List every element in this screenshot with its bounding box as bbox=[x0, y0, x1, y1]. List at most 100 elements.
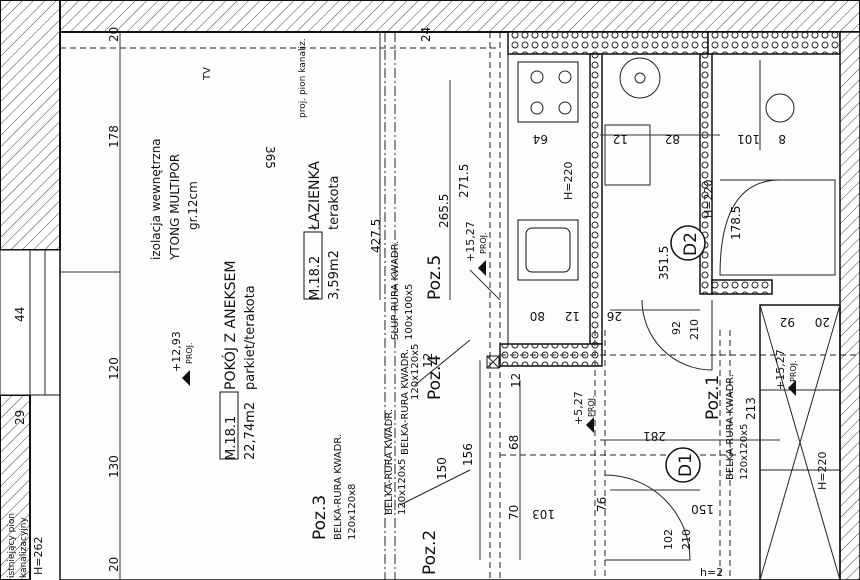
dim-label: 178.5 bbox=[729, 206, 743, 240]
dim-label: 24 bbox=[419, 27, 433, 42]
door-d2-label: D2 bbox=[681, 232, 701, 256]
door-d1-width: 102 bbox=[662, 529, 675, 550]
dim-label: 8 bbox=[778, 132, 786, 146]
svg-text:PROJ.: PROJ. bbox=[587, 395, 596, 417]
room1-area: 22,74m2 bbox=[243, 402, 258, 460]
dim-label: 82 bbox=[665, 132, 680, 146]
dim-label: 150 bbox=[435, 457, 449, 480]
vanity bbox=[604, 124, 651, 186]
toilet bbox=[765, 93, 795, 123]
dim-label: 20 bbox=[107, 27, 121, 42]
sink bbox=[517, 219, 579, 281]
insulation-line3: gr.12cm bbox=[186, 181, 200, 230]
level-mark: +5,27 bbox=[572, 391, 585, 425]
dim-label: 70 bbox=[507, 505, 521, 520]
beam-poz2-type: BELKA-RURA KWADR. bbox=[384, 409, 395, 515]
dim-label: 365 bbox=[263, 146, 277, 169]
dim-label: 130 bbox=[107, 455, 121, 478]
shower-tray bbox=[719, 179, 836, 276]
door-d1-label: D1 bbox=[676, 453, 696, 477]
dim-label: 26 bbox=[607, 309, 622, 323]
room2-floor: terakota bbox=[327, 176, 342, 231]
dim-label: 76 bbox=[595, 497, 609, 512]
shaft bbox=[759, 304, 841, 580]
door-d1-height: 210 bbox=[680, 529, 693, 550]
room1-code: M.18.1 bbox=[224, 416, 239, 460]
beam-poz5-size: 100x100x5 bbox=[404, 284, 415, 340]
pipe-kan-label: proj. pion kanaliz. bbox=[298, 38, 308, 118]
dim-label: 20 bbox=[107, 557, 121, 572]
dim-label: 213 bbox=[744, 397, 758, 420]
wall-left-upper bbox=[0, 0, 61, 251]
dim-label: 12 bbox=[613, 132, 628, 146]
dim-label: 178 bbox=[107, 125, 121, 148]
beam-poz1-size: 120x120x5 bbox=[739, 424, 750, 480]
dim-label: 44 bbox=[13, 307, 27, 322]
dim-label: 92 bbox=[780, 315, 795, 329]
height-220: H=220 bbox=[562, 162, 575, 200]
dim-label: 101 bbox=[737, 132, 760, 146]
beam-poz3-type: BELKA-RURA KWADR. bbox=[333, 434, 344, 540]
room2-name: ŁAZIENKA bbox=[307, 161, 323, 231]
dim-label: 271.5 bbox=[457, 164, 471, 198]
kitchen-counter bbox=[507, 53, 591, 345]
pipe-existing-1: istniejący pion bbox=[7, 513, 17, 578]
tv-label: TV bbox=[202, 67, 213, 81]
dim-label: 12 bbox=[565, 309, 580, 323]
door-d2-height: 210 bbox=[688, 319, 701, 340]
beam-poz1-type: BELKA-RURA KWADR. bbox=[725, 374, 736, 480]
dim-label: 20 bbox=[815, 315, 830, 329]
beam-poz3-size: 120x120x8 bbox=[347, 484, 358, 540]
level-mark: +15,27 bbox=[464, 221, 477, 262]
room1-floor: parkiet/terakota bbox=[243, 285, 258, 390]
wall-top bbox=[59, 0, 860, 33]
wall-left-lower bbox=[0, 394, 31, 580]
door-d2-marker bbox=[670, 225, 706, 261]
height-220: H=220 bbox=[816, 452, 829, 490]
dim-label: 12 bbox=[509, 373, 523, 388]
door-d1-marker bbox=[665, 447, 701, 483]
room2-area: 3,59m2 bbox=[327, 250, 342, 300]
dim-label: 64 bbox=[533, 132, 548, 146]
dim-label: 12 bbox=[421, 353, 435, 368]
beam-poz5-label: Poz.5 bbox=[425, 255, 445, 300]
beam-poz1-label: Poz.1 bbox=[703, 375, 723, 420]
insulation-line2: YTONG MULTIPOR bbox=[168, 154, 182, 261]
dim-label: 427.5 bbox=[369, 219, 383, 253]
dim-label: 29 bbox=[13, 410, 27, 425]
dim-label: 80 bbox=[530, 309, 545, 323]
level-mark: +15,27 bbox=[774, 349, 787, 390]
svg-text:PROJ.: PROJ. bbox=[185, 342, 194, 364]
level-mark: +12,93 bbox=[170, 331, 183, 372]
dim-label: 120 bbox=[107, 357, 121, 380]
dim-label: 351.5 bbox=[657, 246, 671, 280]
beam-poz2-label: Poz.2 bbox=[420, 530, 440, 575]
dim-label: 103 bbox=[532, 507, 555, 521]
dim-label: 156 bbox=[461, 443, 475, 466]
svg-text:PROJ.: PROJ. bbox=[789, 360, 798, 382]
wall-right bbox=[839, 31, 860, 580]
beam-poz2-size: 120x120x5 bbox=[397, 459, 408, 515]
height-262: H=262 bbox=[32, 537, 45, 575]
beam-poz5-type: SŁUP-RURA KWADR. bbox=[390, 241, 401, 340]
beam-poz4-type: BELKA-RURA KWADR. bbox=[400, 349, 411, 455]
room1-name: POKÓJ Z ANEKSEM bbox=[221, 261, 239, 390]
wall-wc bbox=[699, 53, 713, 295]
insulation-line1: izolacja wewnętrzna bbox=[149, 138, 163, 260]
wall-kitchen-bath bbox=[589, 53, 603, 345]
svg-text:PROJ.: PROJ. bbox=[479, 232, 488, 254]
hob bbox=[517, 61, 579, 123]
dim-label: 68 bbox=[507, 435, 521, 450]
room2-code: M.18.2 bbox=[308, 256, 323, 300]
washbasin bbox=[619, 57, 661, 99]
door-d2-swing bbox=[641, 299, 713, 371]
wall-wc-top bbox=[707, 31, 841, 55]
pipe-existing-2: kanalizacyjny bbox=[19, 516, 29, 578]
height-220: H=220 bbox=[702, 180, 715, 218]
column-poz5 bbox=[486, 355, 500, 369]
beam-poz4-label: Poz.4 bbox=[425, 355, 445, 400]
height-h2: h=2 bbox=[700, 566, 723, 579]
dim-label: 150 bbox=[691, 502, 714, 516]
